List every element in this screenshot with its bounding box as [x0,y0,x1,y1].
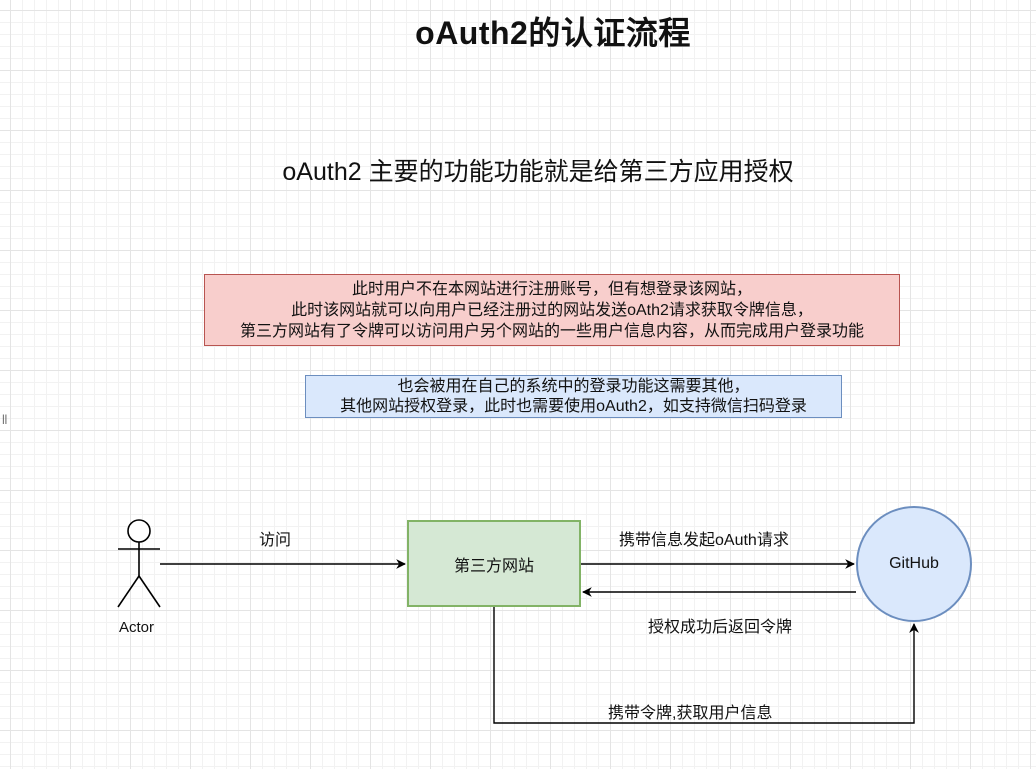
note-red-line: 此时该网站就可以向用户已经注册过的网站发送oAth2请求获取令牌信息， [291,301,813,319]
edge-label-request: 携带信息发起oAuth请求 [619,532,789,549]
note-red: 此时用户不在本网站进行注册账号，但有想登录该网站， 此时该网站就可以向用户已经注… [204,274,900,346]
node-third-party-site[interactable]: 第三方网站 [407,520,581,607]
actor-head [127,519,151,543]
edge-marker: || [2,414,8,425]
edge-fetch-user [493,607,919,724]
note-red-line: 第三方网站有了令牌可以访问用户另个网站的一些用户信息内容，从而完成用户登录功能 [239,322,864,340]
note-red-line: 此时用户不在本网站进行注册账号，但有想登录该网站， [351,280,752,298]
actor-leg-left [117,575,140,608]
actor-leg-right [138,575,161,608]
note-blue-line: 也会被用在自己的系统中的登录功能这需要其他， [397,377,750,395]
actor-label: Actor [119,619,155,636]
edge-label-fetch-user: 携带令牌,获取用户信息 [608,705,773,722]
node-github-label: GitHub [889,555,939,572]
node-github[interactable]: GitHub [856,506,972,622]
note-blue: 也会被用在自己的系统中的登录功能这需要其他， 其他网站授权登录，此时也需要使用o… [305,375,842,418]
edge-label-token-return: 授权成功后返回令牌 [648,619,793,636]
diagram-subtitle: oAuth2 主要的功能功能就是给第三方应用授权 [282,158,794,186]
node-third-party-site-label: 第三方网站 [453,557,534,575]
actor-figure [117,519,161,608]
diagram-title: oAuth2的认证流程 [415,15,691,51]
edge-label-visit: 访问 [259,532,292,549]
note-blue-line: 其他网站授权登录，此时也需要使用oAuth2，如支持微信扫码登录 [340,397,807,415]
